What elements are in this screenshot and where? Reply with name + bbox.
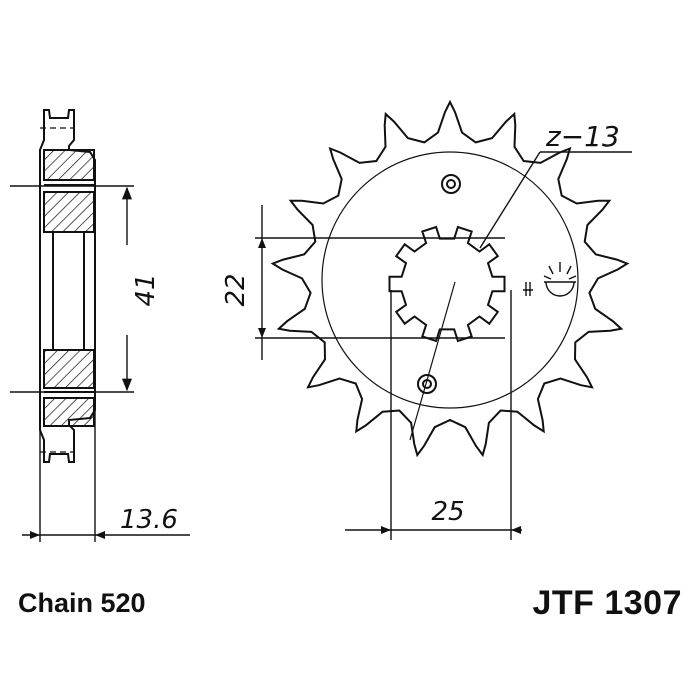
tooth-count-label: z−13 (545, 120, 620, 153)
side-hatch-upper (43, 191, 95, 233)
dim-25-label: 25 (431, 497, 464, 527)
bolt-hole-top-outer (441, 174, 461, 194)
rotation-direction-symbol (523, 262, 577, 297)
spline-bore (388, 225, 506, 343)
front-view (255, 99, 632, 540)
dim-41-label: 41 (131, 273, 161, 306)
side-view (10, 109, 190, 542)
tooth-leader (479, 151, 632, 249)
pitch-circle (321, 151, 579, 409)
dim-22-label: 22 (221, 273, 251, 306)
side-hatch-lower (43, 349, 95, 389)
sprocket-outline (270, 99, 630, 458)
side-hatch-bottom (43, 397, 95, 427)
dim-13-6-label: 13.6 (120, 505, 178, 535)
bolt-hole-top-inner (446, 179, 456, 189)
side-hatch-top (43, 149, 95, 181)
bolt-hole-bottom-outer (417, 374, 437, 394)
part-number-label: JTF 1307 (532, 584, 682, 622)
chain-size-label: Chain 520 (18, 588, 146, 618)
